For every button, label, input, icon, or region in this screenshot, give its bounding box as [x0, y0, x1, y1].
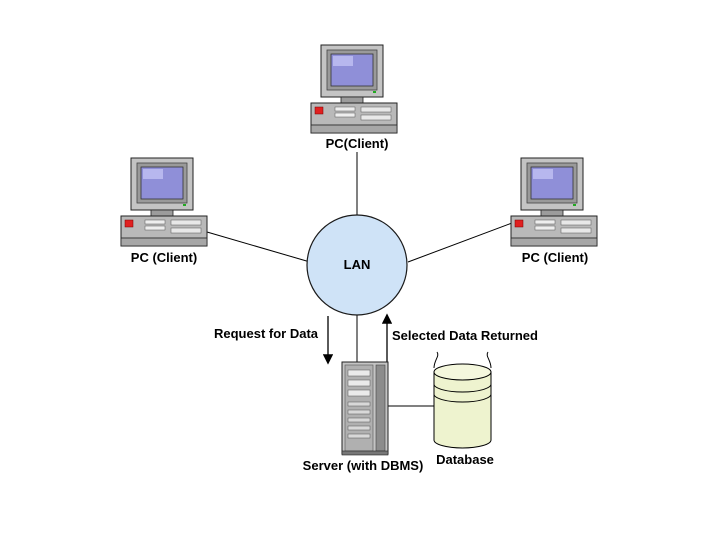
database-icon — [433, 351, 492, 449]
lan-node — [306, 214, 408, 316]
server-label: Server (with DBMS) — [302, 458, 424, 473]
lan-label: LAN — [343, 257, 371, 272]
pc-right-icon — [510, 157, 598, 247]
server-icon — [341, 361, 389, 456]
pc-right-label: PC (Client) — [521, 250, 589, 265]
pc-left-label: PC (Client) — [130, 250, 198, 265]
link-right-pc-lan — [407, 222, 513, 263]
returned-label: Selected Data Returned — [392, 328, 538, 343]
pc-left-icon — [120, 157, 208, 247]
pc-top-label: PC(Client) — [325, 136, 389, 151]
pc-top-icon — [310, 44, 398, 134]
link-left-pc-lan — [206, 231, 311, 263]
database-label: Database — [436, 452, 494, 467]
request-label: Request for Data — [214, 326, 319, 341]
